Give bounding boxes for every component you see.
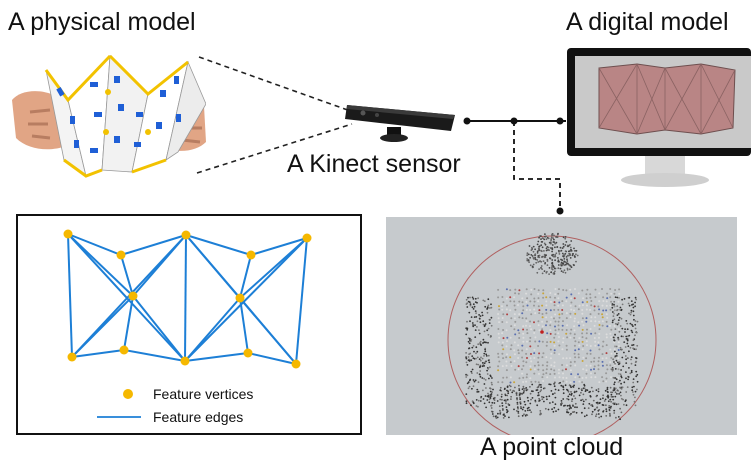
legend-vertex-marker: [123, 389, 133, 399]
branch-junction-dot: [510, 117, 518, 125]
feature-graph: [63, 229, 312, 418]
monitor-junction-dot: [556, 117, 564, 125]
digital-model-surface: [598, 63, 736, 135]
legend-vertices-label: Feature vertices: [153, 386, 254, 402]
point-cloud-label: A point cloud: [480, 433, 624, 461]
feature-diagram-panel: Feature vertices Feature edges: [16, 214, 362, 435]
physical-model-label: A physical model: [8, 8, 196, 36]
monitor-icon: [567, 48, 751, 187]
point-cloud-render: [447, 232, 657, 435]
legend-edges-label: Feature edges: [153, 409, 244, 425]
physical-model-photo: [12, 54, 206, 178]
sensor-junction-dot: [463, 117, 471, 125]
kinect-sensor-icon: [345, 105, 455, 142]
cloud-points: [465, 232, 639, 421]
kinect-sensor-label: A Kinect sensor: [287, 150, 461, 178]
digital-model-label: A digital model: [566, 8, 729, 36]
feature-vertices: [63, 229, 312, 369]
cloud-junction-dot: [556, 207, 564, 215]
point-cloud-panel: [386, 217, 737, 435]
feature-edges: [67, 233, 308, 365]
